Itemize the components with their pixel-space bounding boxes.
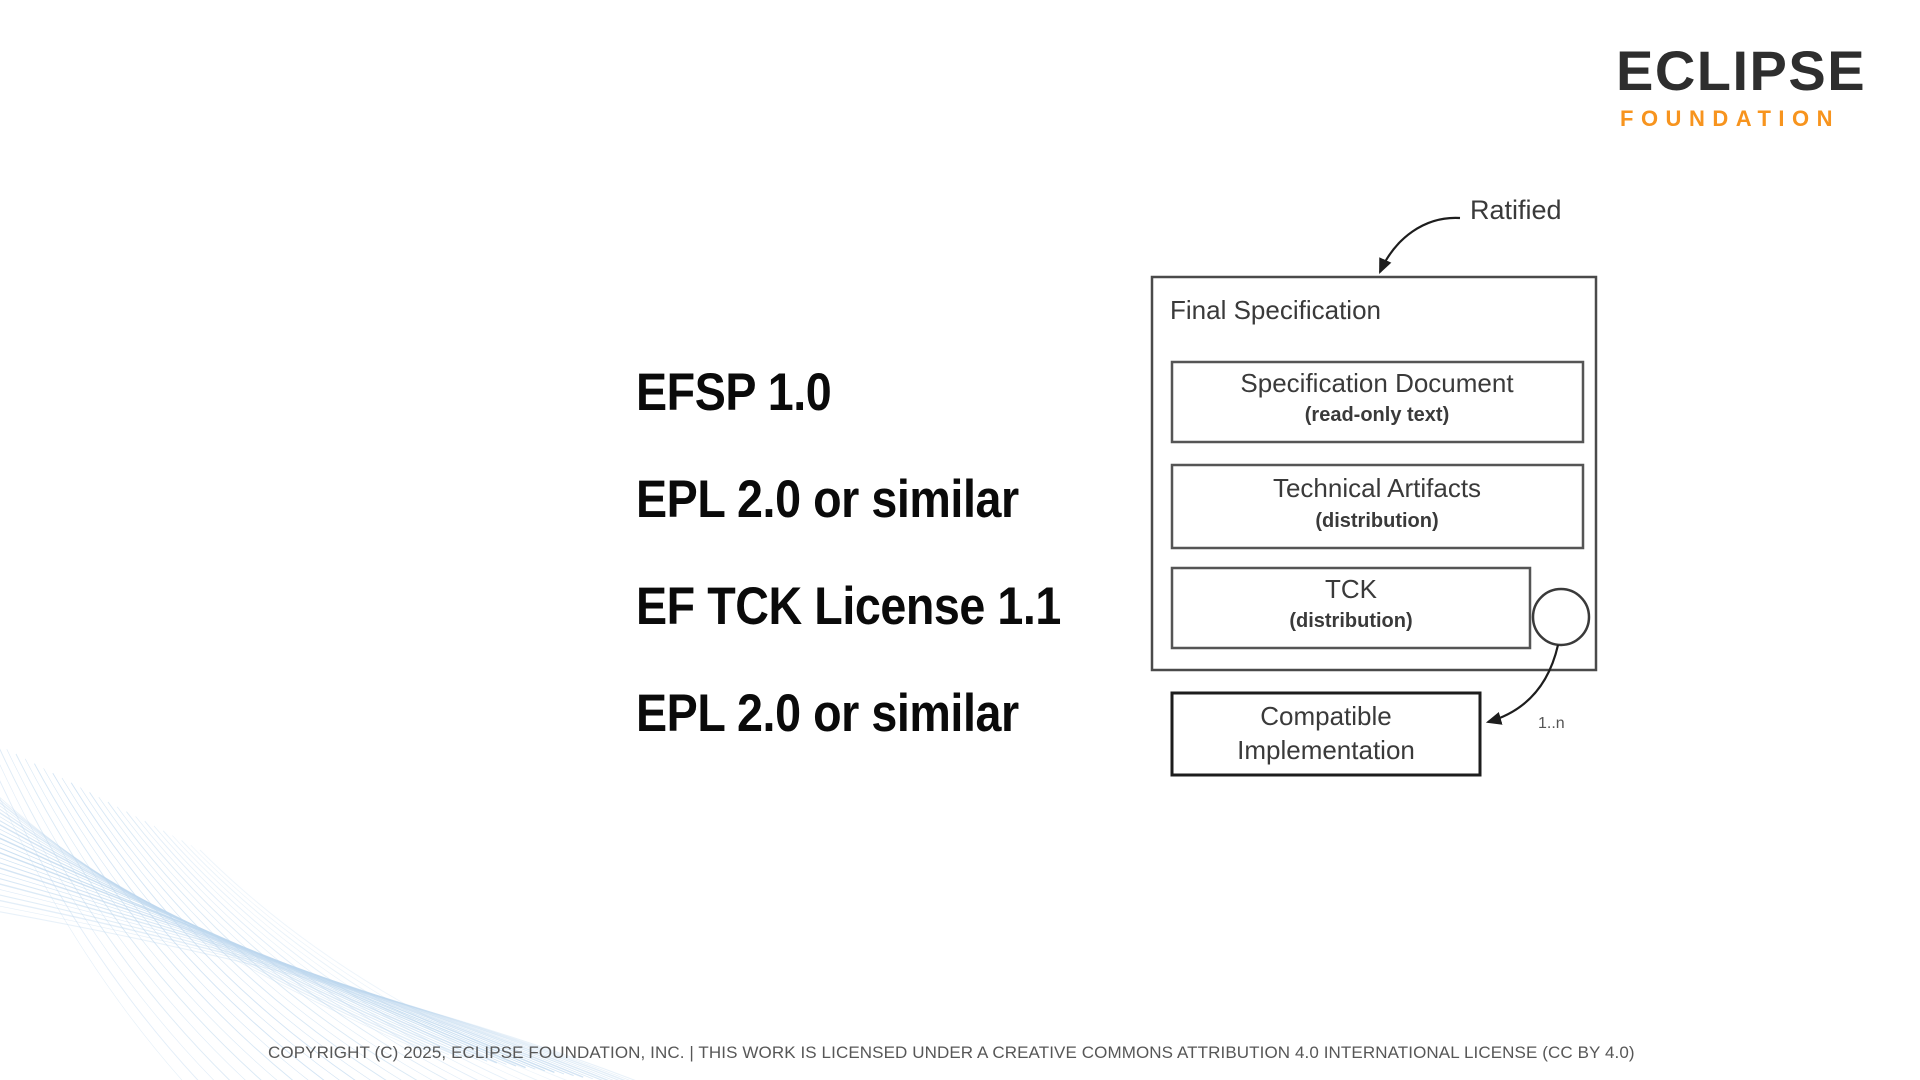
specification-document-title: Specification Document — [1240, 368, 1514, 398]
multiplicity-label: 1..n — [1538, 715, 1565, 732]
logo-wordmark: ECLIPSE — [1616, 39, 1866, 102]
license-item-efsp: EFSP 1.0 — [636, 363, 832, 422]
final-specification-diagram: Ratified Final Specification Specificati… — [1130, 190, 1650, 800]
tck-box — [1170, 566, 1532, 650]
technical-artifacts-subtitle: (distribution) — [1315, 510, 1438, 532]
compatible-implementation-line1: Compatible — [1260, 701, 1392, 731]
final-specification-title: Final Specification — [1170, 295, 1381, 325]
tck-title: TCK — [1325, 574, 1378, 604]
decorative-swoosh — [0, 748, 636, 1080]
license-item-tck: EF TCK License 1.1 — [636, 577, 1061, 636]
compatible-implementation-arrow-icon — [1485, 644, 1560, 725]
tck-subtitle: (distribution) — [1289, 610, 1412, 632]
compatible-implementation-line2: Implementation — [1237, 735, 1415, 765]
tck-connector-circle — [1531, 587, 1591, 647]
license-item-epl-spec: EPL 2.0 or similar — [636, 470, 1019, 529]
technical-artifacts-title: Technical Artifacts — [1273, 473, 1481, 503]
technical-artifacts-box — [1170, 463, 1585, 550]
logo-subwordmark: FOUNDATION — [1620, 106, 1840, 131]
compatible-implementation-box — [1170, 691, 1482, 777]
ratified-arrow-icon — [1378, 216, 1461, 275]
eclipse-foundation-logo: ECLIPSE FOUNDATION — [1592, 28, 1912, 136]
specification-document-subtitle: (read-only text) — [1305, 404, 1449, 426]
license-list: EFSP 1.0 EPL 2.0 or similar EF TCK Licen… — [636, 366, 1196, 740]
copyright-footer: COPYRIGHT (C) 2025, ECLIPSE FOUNDATION, … — [268, 1043, 1635, 1062]
ratified-label: Ratified — [1470, 195, 1562, 225]
license-item-epl-impl: EPL 2.0 or similar — [636, 684, 1019, 743]
specification-document-box — [1170, 360, 1585, 444]
